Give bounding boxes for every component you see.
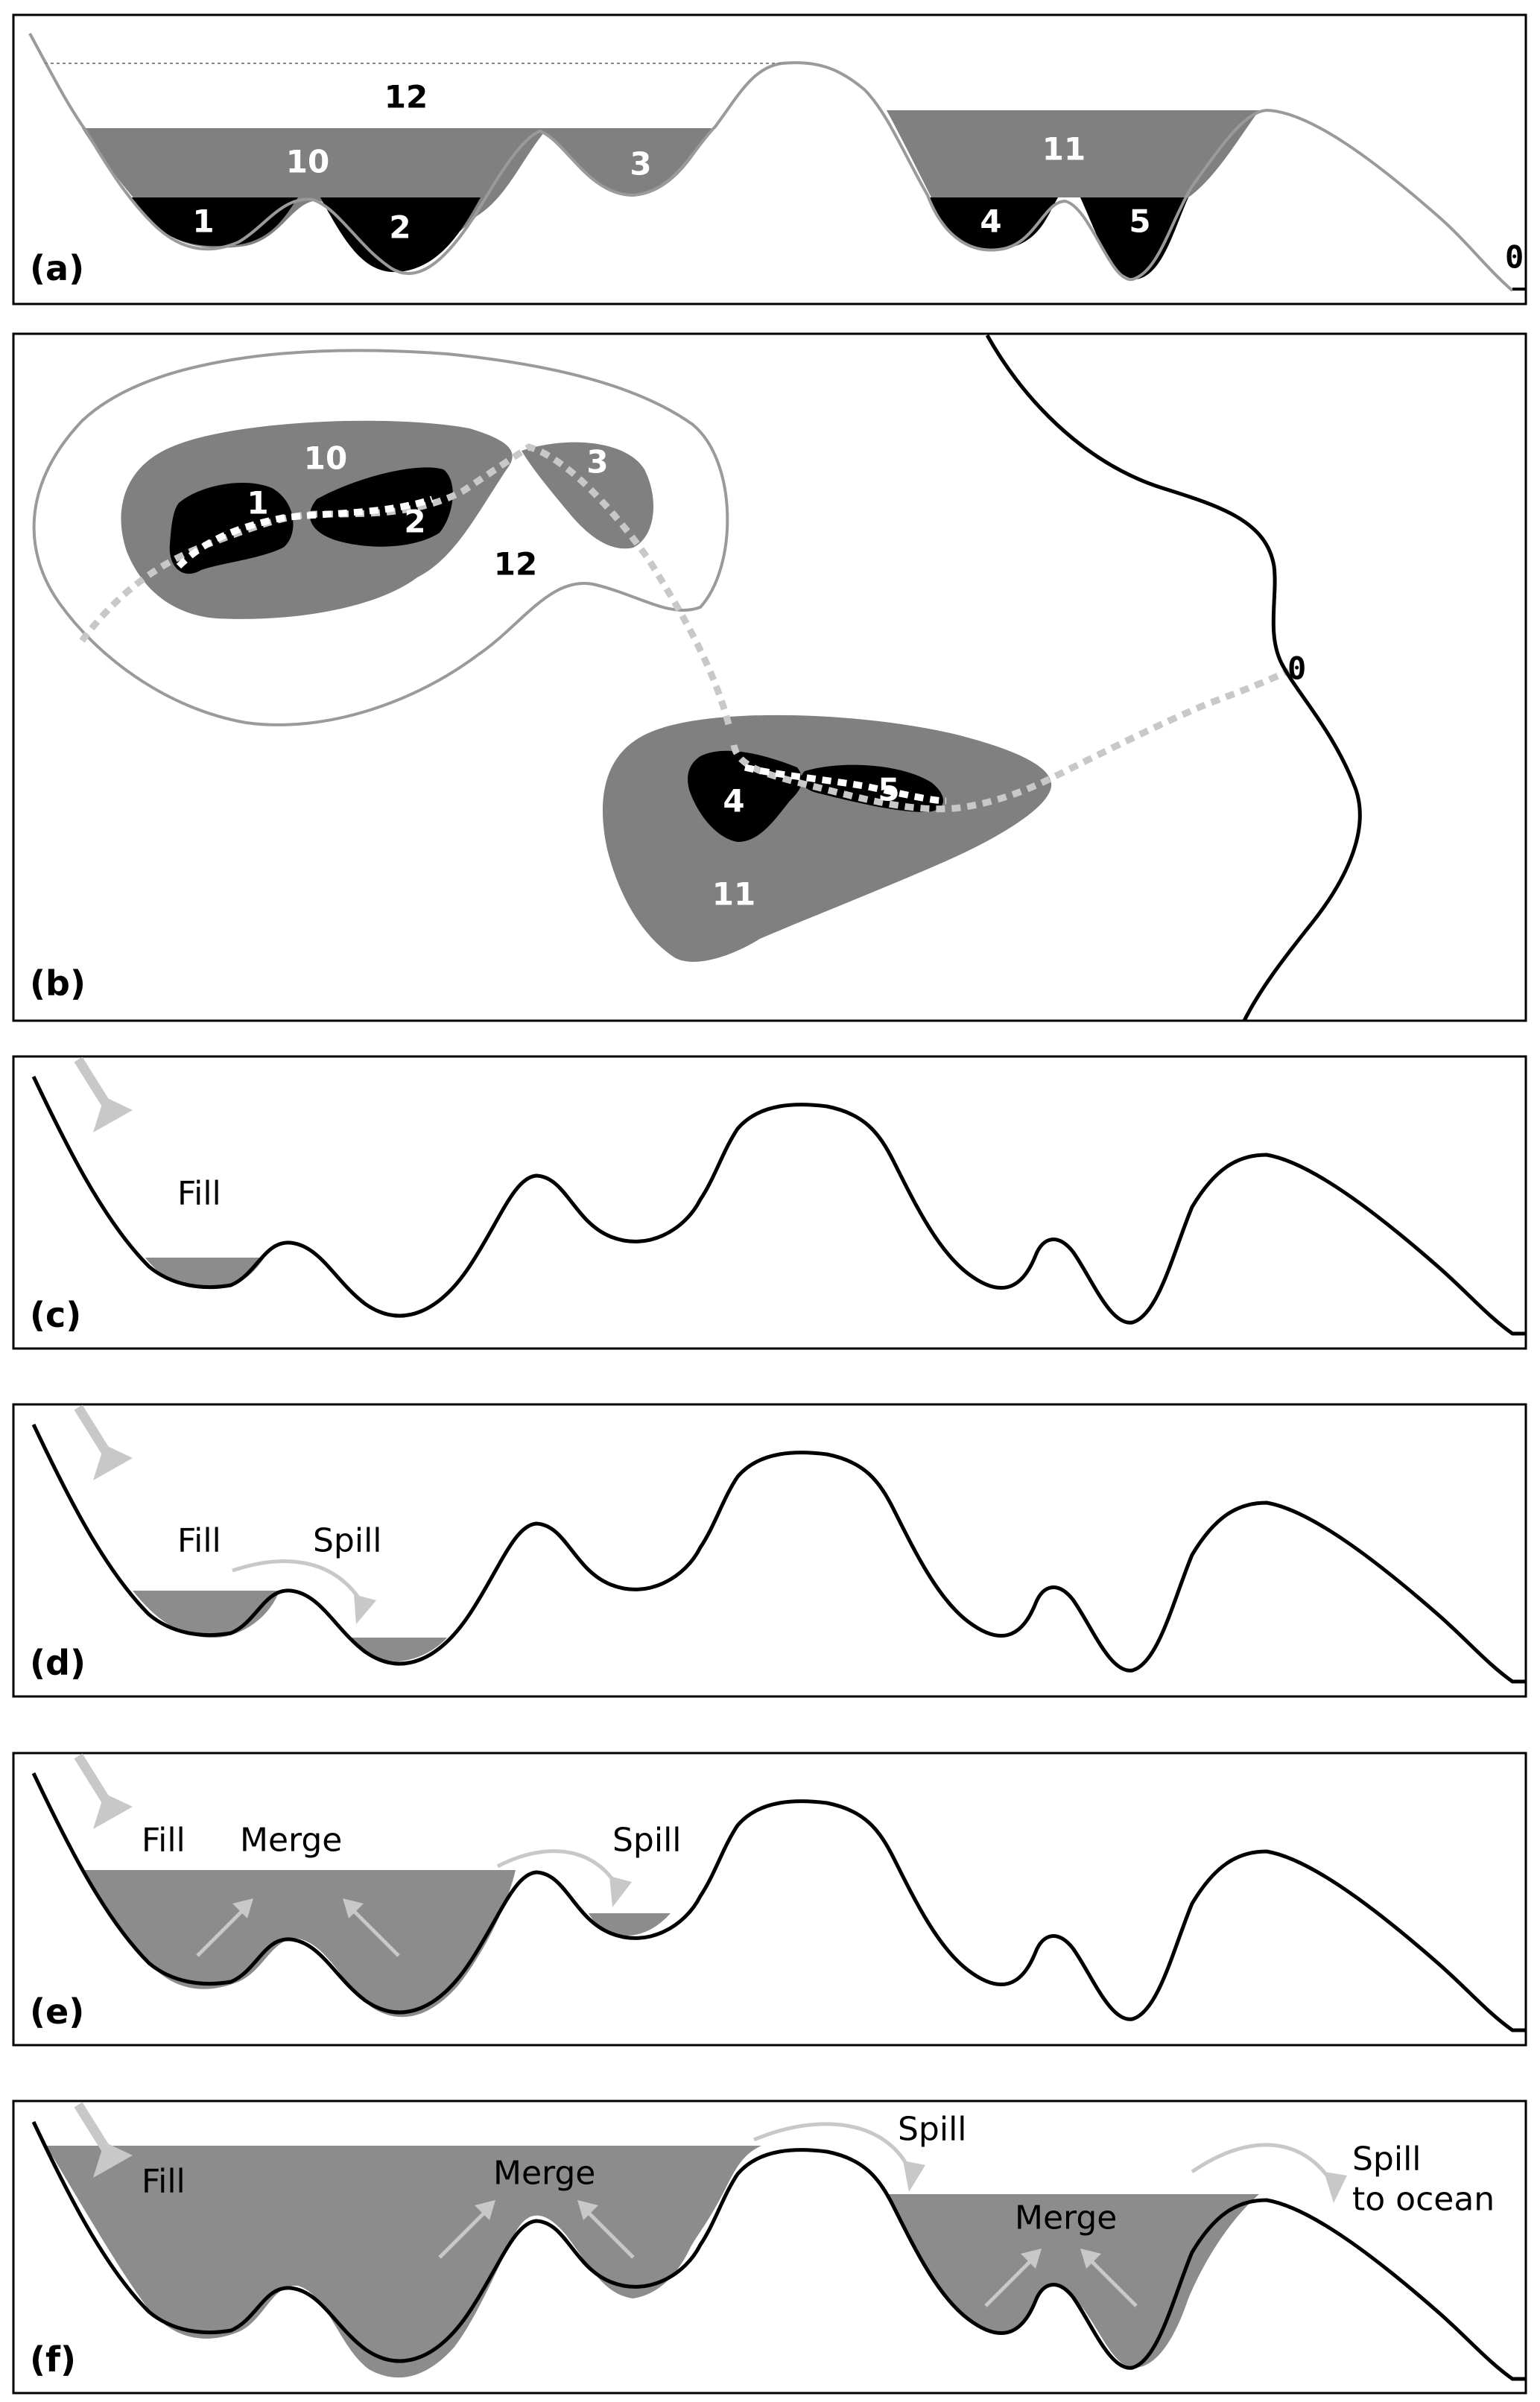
terrain-profile-d: [31, 1423, 1526, 1684]
merge-arrow-f-left-a: [438, 2208, 489, 2259]
merge-arrow-e-right: [349, 1906, 400, 1957]
inflow-arrow-f-shaft: [74, 2102, 113, 2155]
merge-arrow-f-right-b: [1086, 2256, 1138, 2307]
label-5-b: 5: [878, 772, 899, 808]
panel-d: Fill Spill (d): [12, 1403, 1527, 1698]
spill-arrow-d: [232, 1559, 366, 1607]
merge-arrow-f-right-a: [984, 2256, 1036, 2307]
terrain-profile-a: [28, 33, 1514, 292]
label-1-b: 1: [247, 485, 268, 522]
depression-2-region: [309, 467, 453, 547]
inflow-arrow-f-head: [93, 2142, 133, 2178]
depression-5-fill: [1080, 197, 1188, 279]
depression-12-outline: [32, 349, 729, 726]
label-10: 10: [286, 144, 329, 180]
depression-3-region: [522, 442, 653, 549]
text-spill-d: Spill: [313, 1522, 382, 1560]
spill-water-e: [589, 1913, 671, 1936]
label-4: 4: [980, 203, 1001, 240]
merge-water-e: [82, 1870, 516, 2018]
panel-label-e: (e): [30, 1991, 84, 2032]
panel-label-d: (d): [30, 1643, 86, 1683]
panel-f-frame: [12, 2100, 1527, 2395]
label-2-b: 2: [404, 504, 425, 540]
fill-water-d: [133, 1591, 279, 1638]
label-4-b: 4: [723, 783, 744, 820]
text-merge-e: Merge: [240, 1822, 342, 1860]
text-spill-to-ocean-f-line1: Spill: [1352, 2140, 1422, 2178]
panel-label-a: (a): [30, 248, 84, 288]
text-merge-f-left: Merge: [493, 2155, 595, 2193]
flowpath-white-10: [176, 495, 434, 569]
panel-a: 12 10 3 1 2 11 4 5 0 (a): [12, 13, 1527, 305]
spill-arrow-e-head: [609, 1876, 632, 1907]
panel-c-frame: [12, 1055, 1527, 1350]
terrain-profile-e: [31, 1772, 1526, 2032]
label-2: 2: [389, 209, 411, 246]
panel-d-frame: [12, 1403, 1527, 1698]
panel-e-frame: [12, 1752, 1527, 2047]
coastline: [985, 334, 1362, 1022]
inflow-arrow-e-head: [93, 1793, 133, 1829]
label-12: 12: [384, 79, 428, 115]
panel-e: Fill Merge Spill (e): [12, 1752, 1527, 2047]
inflow-arrow-e-shaft: [74, 1753, 113, 1807]
label-3-b: 3: [586, 444, 608, 481]
label-12-b: 12: [494, 546, 537, 583]
label-11: 11: [1042, 131, 1086, 168]
merge-arrow-f-left-a-head: [475, 2200, 495, 2220]
label-5: 5: [1129, 203, 1150, 240]
depression-1-region: [169, 482, 294, 574]
text-spill-to-ocean-f-line2: to ocean: [1352, 2181, 1495, 2219]
inflow-arrow-c-shaft: [74, 1056, 113, 1110]
text-fill-c: Fill: [177, 1175, 221, 1213]
panel-b: 10 1 2 3 12 4 5 11 0 (b): [12, 332, 1527, 1022]
inflow-arrow-d-head: [93, 1445, 133, 1480]
text-fill-e: Fill: [142, 1822, 186, 1860]
merge-arrow-f-right-b-head: [1080, 2249, 1101, 2269]
panel-c: Fill (c): [12, 1055, 1527, 1350]
depression-1-fill: [130, 197, 298, 247]
spill-arrow-f-ocean-head: [1324, 2172, 1347, 2203]
label-3: 3: [630, 146, 651, 183]
terrain-profile-c: [31, 1075, 1526, 1336]
terrain-profile-f: [31, 2120, 1526, 2381]
label-1: 1: [192, 203, 214, 240]
depression-11-region: [602, 714, 1052, 962]
merge-arrow-e-left-head: [232, 1898, 253, 1918]
merge-arrow-f-right-a-head: [1021, 2249, 1042, 2269]
depression-11-fill: [887, 110, 1259, 197]
text-fill-f: Fill: [142, 2163, 186, 2201]
label-11-b: 11: [712, 876, 755, 913]
spill-arrow-e: [496, 1849, 621, 1890]
text-spill-f: Spill: [898, 2111, 967, 2149]
label-ocean-0: 0: [1505, 239, 1524, 276]
spill-arrow-d-head: [354, 1594, 376, 1624]
spill-arrow-f-ocean: [1191, 2143, 1334, 2184]
merge-arrow-f-left-b-head: [577, 2200, 598, 2220]
panel-label-f: (f): [30, 2339, 76, 2380]
label-10-b: 10: [304, 440, 347, 477]
panel-label-c: (c): [30, 1295, 81, 1335]
text-fill-d: Fill: [177, 1522, 221, 1560]
spill-arrow-f-middle-head: [903, 2161, 925, 2192]
spill-arrow-f-middle: [753, 2122, 913, 2173]
label-ocean-0-b: 0: [1287, 650, 1306, 687]
inflow-arrow-c-head: [93, 1097, 133, 1132]
depression-2-fill: [320, 197, 481, 273]
merge-arrow-e-left: [196, 1906, 247, 1957]
text-spill-e: Spill: [612, 1822, 682, 1860]
inflow-arrow-d-shaft: [74, 1404, 113, 1458]
merge-arrow-e-right-head: [343, 1898, 364, 1918]
panel-f: Fill Merge Spill Merge Spill to ocean (f…: [12, 2100, 1527, 2395]
panel-b-frame: [12, 332, 1527, 1022]
merge-arrow-f-left-b: [583, 2208, 635, 2259]
panel-a-frame: [12, 13, 1527, 305]
panel-label-b: (b): [30, 963, 86, 1004]
text-merge-f-right: Merge: [1015, 2199, 1117, 2237]
